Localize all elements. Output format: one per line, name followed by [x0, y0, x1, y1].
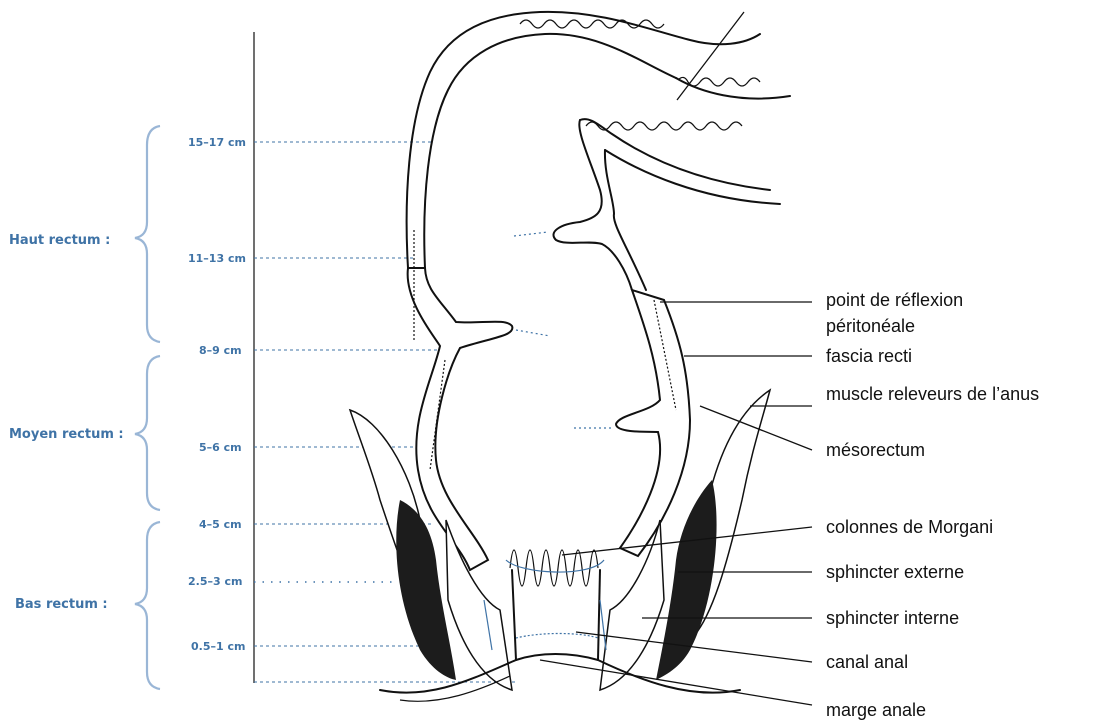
label-fascia-recti: fascia recti	[826, 346, 912, 366]
depth-label-0-5-1: 0.5–1 cm	[191, 640, 245, 653]
depth-label-11-13: 11–13 cm	[188, 252, 246, 265]
depth-label-5-6: 5–6 cm	[199, 441, 242, 454]
label-point-de-reflexion: point de réflexion	[826, 290, 963, 310]
depth-label-2-5-3: 2.5–3 cm	[188, 575, 242, 588]
region-label-bas-rectum: Bas rectum :	[15, 597, 108, 612]
label-canal-anal: canal anal	[826, 652, 908, 672]
bracket-bas-rectum	[135, 522, 160, 689]
bracket-moyen-rectum	[135, 356, 160, 510]
label-marge-anale: marge anale	[826, 700, 926, 720]
label-peritoneale: péritonéale	[826, 316, 915, 336]
label-muscle-releveurs: muscle releveurs de l’anus	[826, 384, 1039, 404]
depth-label-4-5: 4–5 cm	[199, 518, 242, 531]
label-sphincter-externe: sphincter externe	[826, 562, 964, 582]
label-sphincter-interne: sphincter interne	[826, 608, 959, 628]
label-mesorectum: mésorectum	[826, 440, 925, 460]
region-label-moyen-rectum: Moyen rectum :	[9, 427, 124, 442]
depth-label-8-9: 8–9 cm	[199, 344, 242, 357]
bracket-haut-rectum	[135, 126, 160, 342]
depth-label-15-17: 15–17 cm	[188, 136, 246, 149]
label-colonnes-de-morgani: colonnes de Morgani	[826, 517, 993, 537]
region-label-haut-rectum: Haut rectum :	[9, 233, 110, 248]
